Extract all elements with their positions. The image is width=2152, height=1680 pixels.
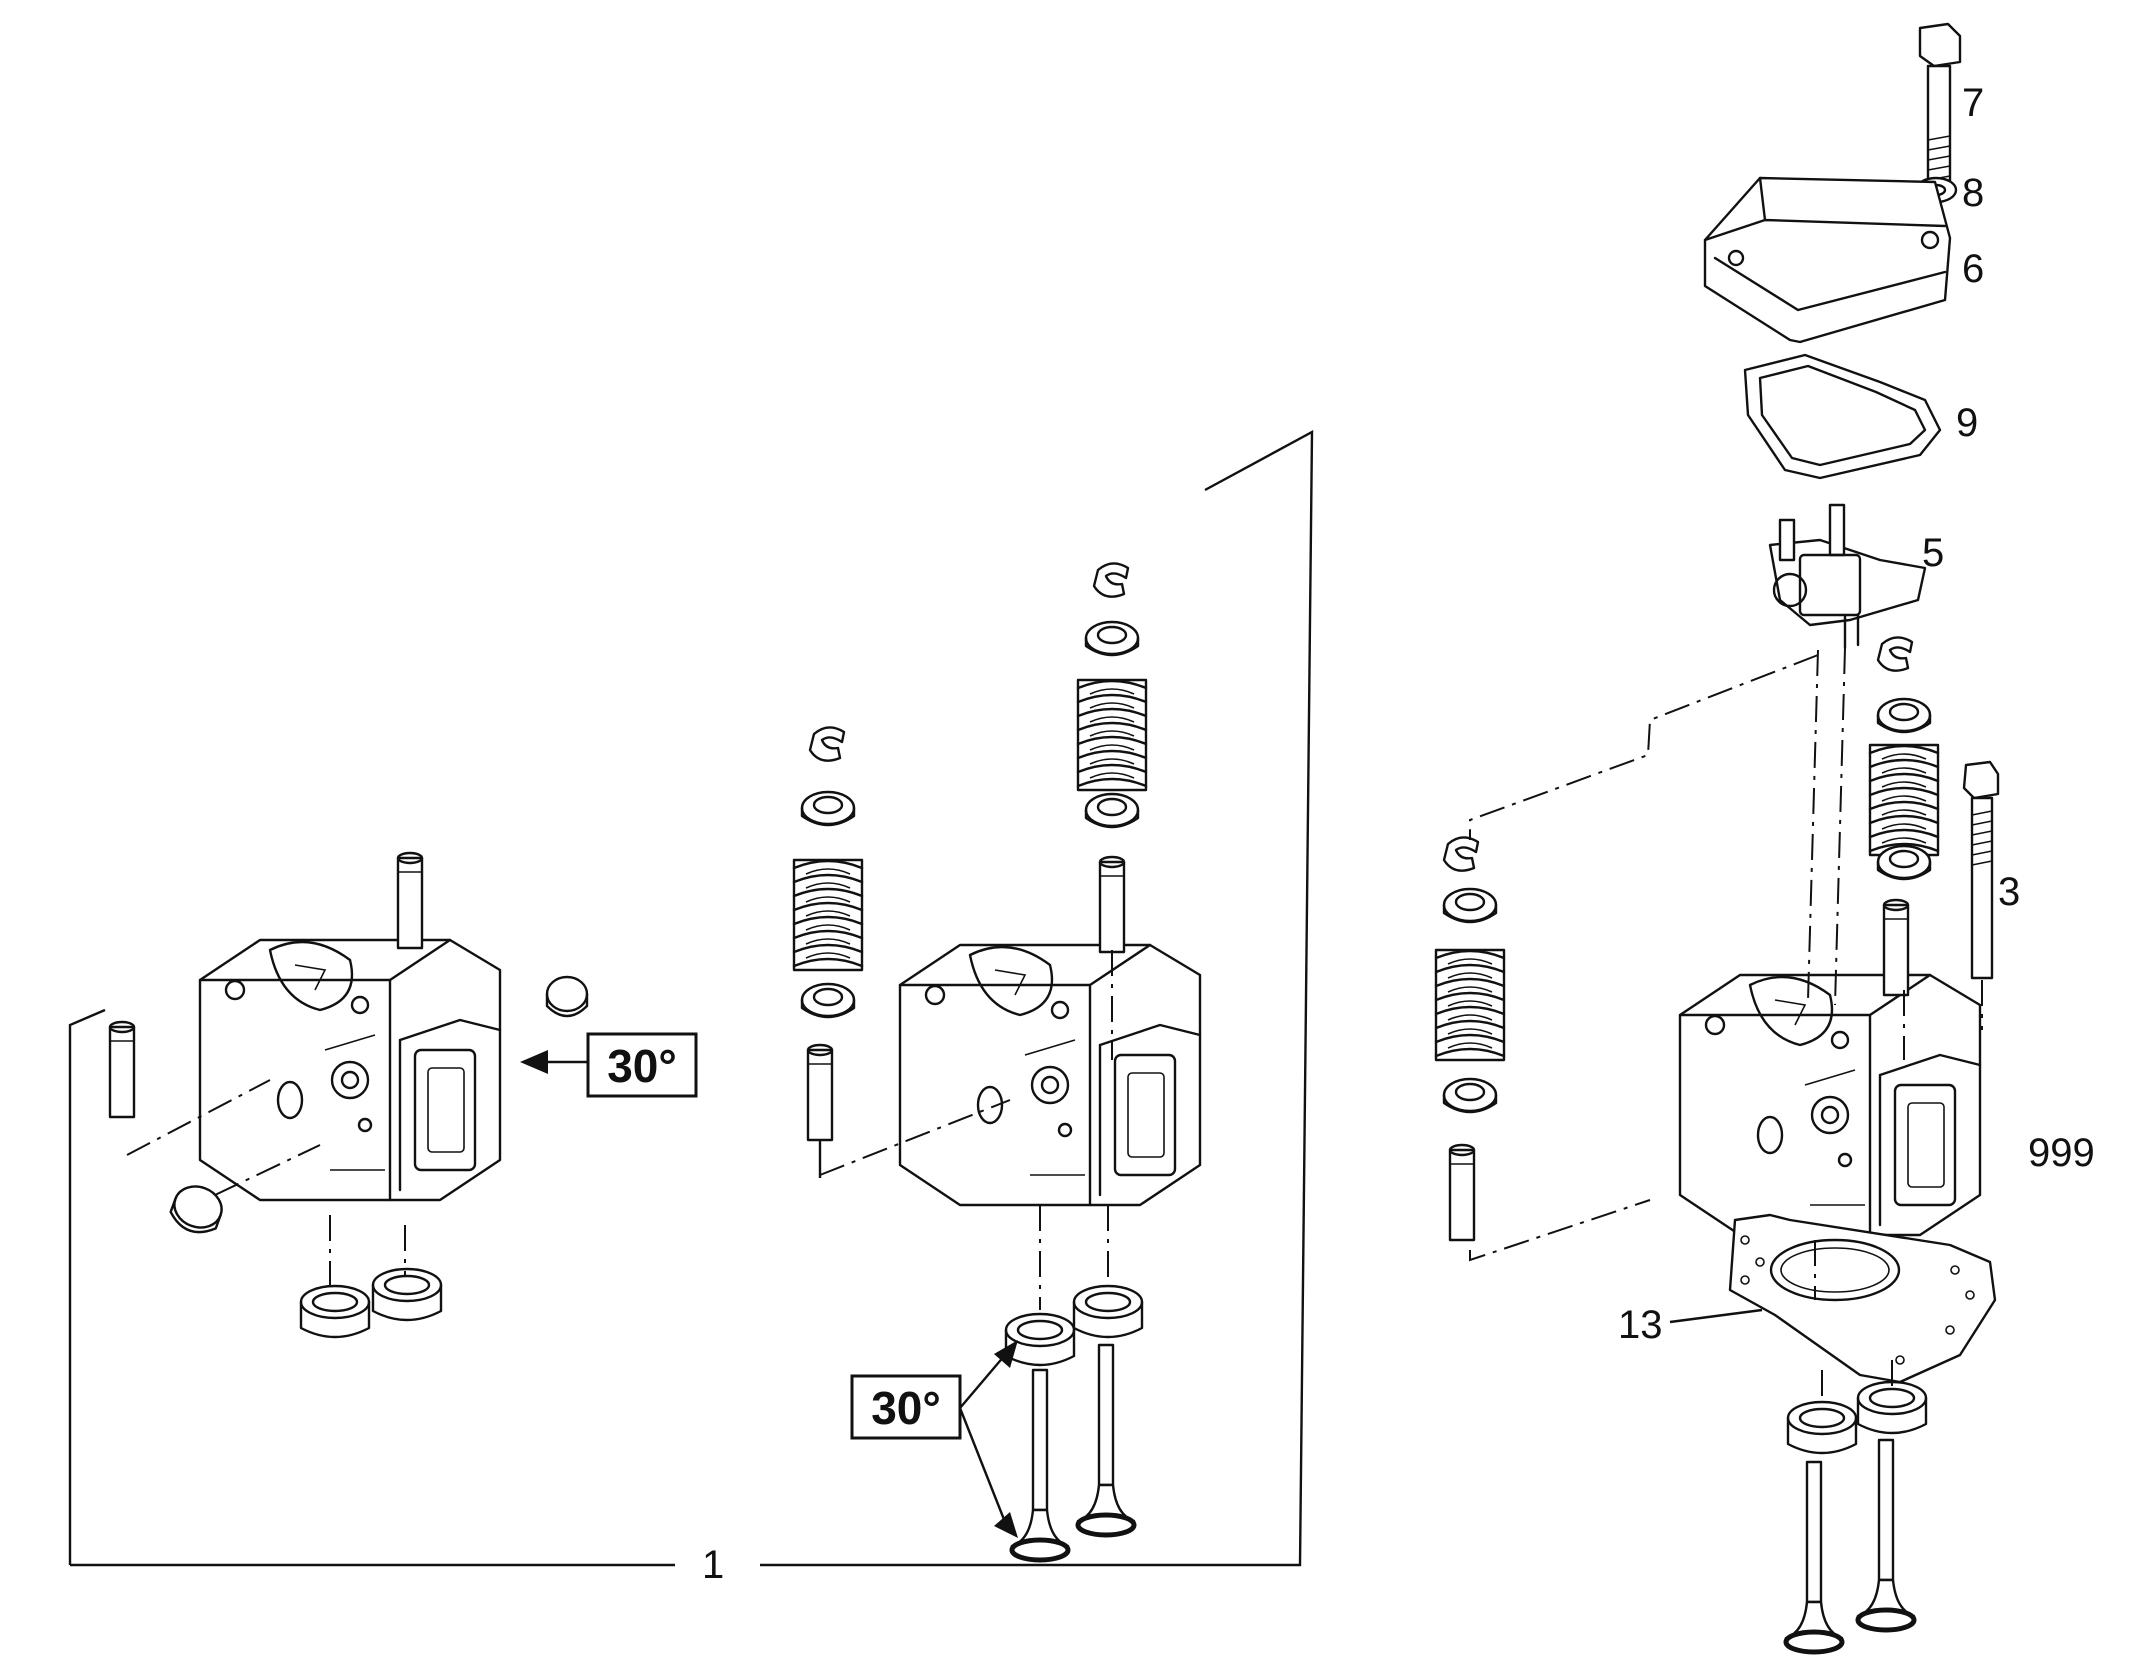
angle-label-middle: 30° xyxy=(871,1382,941,1434)
cylinder-head-bare xyxy=(198,938,502,1202)
callout-3: 3 xyxy=(1998,870,2020,914)
callout-6: 6 xyxy=(1962,247,1984,291)
guide-mid-left xyxy=(806,1043,834,1142)
collet-right-left xyxy=(1442,836,1480,872)
retainer-mid-right xyxy=(1084,620,1140,657)
valve-mid-2 xyxy=(1078,1345,1134,1535)
spring-right-top xyxy=(1868,743,1940,857)
callout-1: 1 xyxy=(702,1543,724,1587)
callout-13: 13 xyxy=(1618,1303,1663,1347)
retainer-right-top xyxy=(1876,697,1932,734)
spring-mid-left xyxy=(792,858,864,972)
bracket-right xyxy=(760,429,1314,1567)
valve-mid-1 xyxy=(1012,1370,1068,1560)
valve-seat-right-1 xyxy=(1786,1400,1858,1455)
angle-box-left: 30° xyxy=(520,1032,698,1098)
head-gasket xyxy=(1728,1213,1997,1384)
washer-mid-right xyxy=(1084,792,1140,829)
valve-right-1 xyxy=(1786,1462,1842,1652)
angle-box-middle: 30° xyxy=(850,1340,1018,1538)
retainer-right-left xyxy=(1442,887,1498,924)
bolt-7 xyxy=(1918,22,1962,188)
callout-999: 999 xyxy=(2028,1131,2095,1175)
washer-right-top xyxy=(1876,844,1932,881)
guide-right-top xyxy=(1882,898,1910,997)
valve-guide-left-1 xyxy=(396,851,424,950)
valve-seat-mid-1 xyxy=(1004,1312,1076,1367)
collet-mid-right xyxy=(1092,562,1130,598)
collet-mid-left xyxy=(808,726,846,762)
washer-mid-left xyxy=(800,982,856,1019)
cylinder-head-complete xyxy=(1678,973,1982,1237)
guide-right-left xyxy=(1448,1143,1476,1242)
valve-seat-mid-2 xyxy=(1072,1284,1144,1339)
callout-7: 7 xyxy=(1962,81,1984,125)
valve-seat-right-2 xyxy=(1856,1380,1928,1435)
spring-mid-right xyxy=(1076,678,1148,792)
valve-right-2 xyxy=(1858,1440,1914,1630)
callout-9: 9 xyxy=(1956,401,1978,445)
cover-gasket-9 xyxy=(1743,353,1942,480)
guide-mid-right xyxy=(1098,855,1126,954)
callout-8: 8 xyxy=(1962,171,1984,215)
angle-label-left: 30° xyxy=(607,1040,677,1092)
washer-right-left xyxy=(1442,1077,1498,1114)
callout-5: 5 xyxy=(1922,531,1944,575)
head-bolt-3 xyxy=(1962,760,2000,980)
bracket-left xyxy=(68,1008,106,1565)
valve-seat-left-2 xyxy=(371,1267,443,1322)
valve-guide-left-2 xyxy=(108,1020,136,1119)
valve-seat-left-1 xyxy=(299,1284,371,1339)
retainer-mid-left xyxy=(800,790,856,827)
plug-top xyxy=(545,975,589,1018)
valve-cover-6 xyxy=(1703,176,1952,344)
spring-right-left xyxy=(1434,948,1506,1062)
cylinder-head-assembled xyxy=(898,943,1202,1207)
collet-right-top xyxy=(1876,636,1914,672)
rocker-assembly-5 xyxy=(1768,503,1927,650)
plug-side xyxy=(169,1185,223,1234)
